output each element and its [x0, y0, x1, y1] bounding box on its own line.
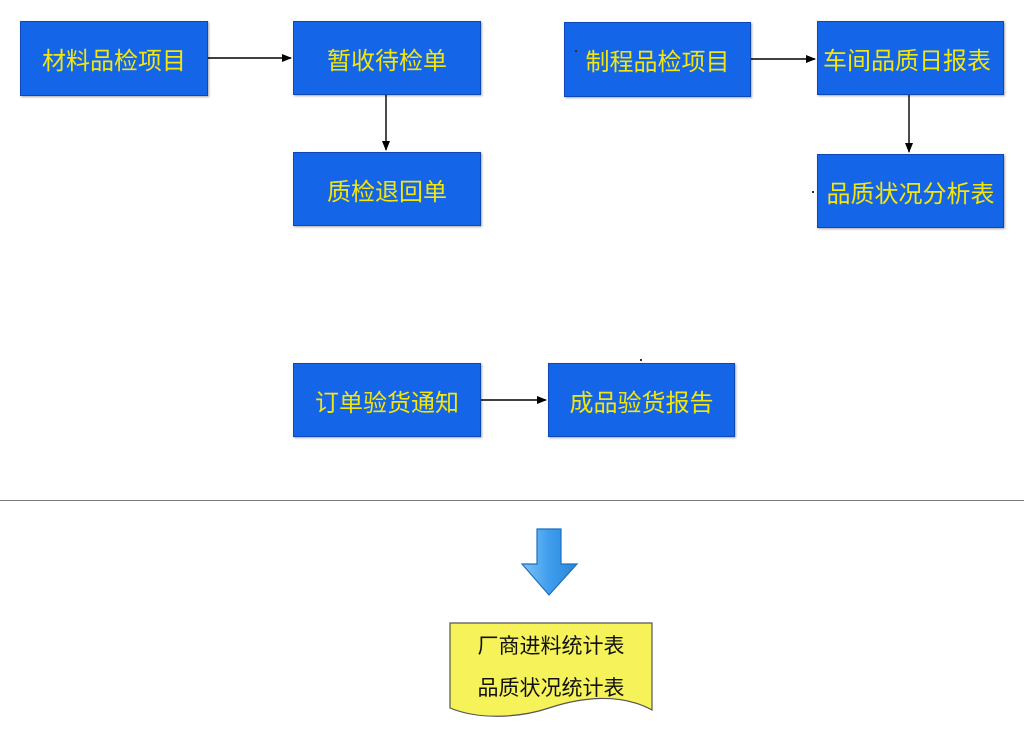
stray-mark: [575, 50, 577, 52]
node-qc-return-slip[interactable]: 质检退回单: [293, 152, 481, 226]
node-temp-receipt-pending-inspection[interactable]: 暂收待检单: [293, 21, 481, 95]
node-process-inspection-items[interactable]: 制程品检项目: [564, 22, 751, 97]
document-shape: [449, 622, 653, 717]
node-material-inspection-items[interactable]: 材料品检项目: [20, 21, 208, 96]
node-order-acceptance-notice[interactable]: 订单验货通知: [293, 363, 481, 437]
node-finished-goods-inspection-report[interactable]: 成品验货报告: [548, 363, 735, 437]
section-divider: [0, 500, 1024, 501]
down-arrow-icon: [520, 528, 579, 596]
node-workshop-daily-quality-report[interactable]: 车间品质日报表: [817, 21, 1004, 95]
document-line-quality-status-stats: 品质状况统计表: [477, 676, 625, 700]
stray-mark: [812, 191, 814, 193]
stray-mark: [640, 359, 642, 361]
document-line-vendor-incoming-stats: 厂商进料统计表: [477, 634, 625, 658]
node-quality-status-analysis[interactable]: 品质状况分析表: [817, 154, 1004, 228]
